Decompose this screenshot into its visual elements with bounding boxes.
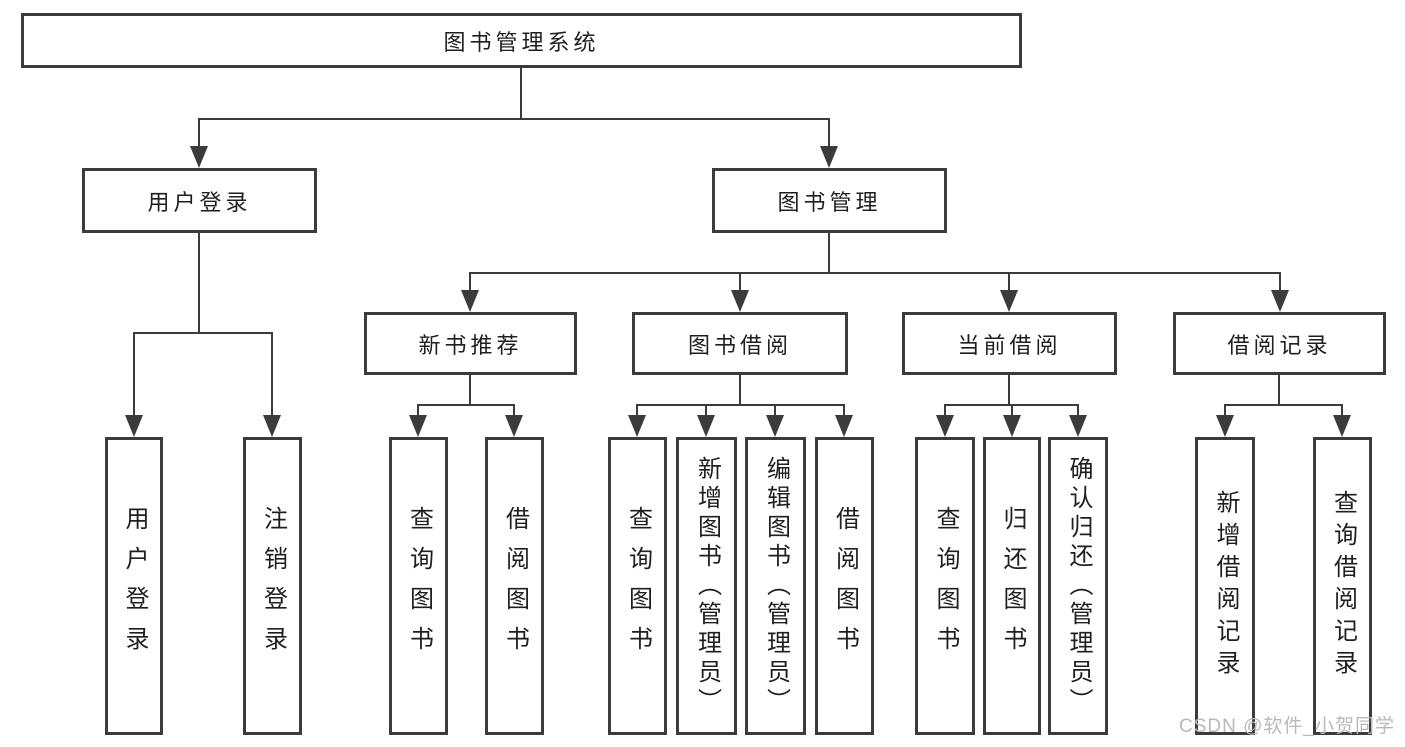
leaf-query-books-2: 查询图书 [608,437,667,735]
connector-login-horizontal [133,332,273,334]
leaf-edit-books-admin: 编辑图书（管理员） [745,437,806,735]
leaf-logout: 注销登录 [243,437,302,735]
arrow-down-icon [820,146,838,168]
connector-mgmt-stub-3 [1008,272,1010,292]
connector-login-vertical [198,233,200,334]
connector-records-stub-2 [1341,404,1343,417]
leaf-confirm-return-admin: 确认归还（管理员） [1048,437,1108,735]
connector-borrow-stub-1 [636,404,638,417]
connector-records-vertical [1278,375,1280,406]
connector-borrow-vertical [739,375,741,406]
arrow-down-icon [628,415,646,437]
node-book-borrow: 图书借阅 [632,312,848,375]
connector-records-horizontal [1224,404,1343,406]
connector-newbook-horizontal [417,404,515,406]
arrow-down-icon [731,290,749,312]
csdn-watermark: CSDN @软件_小贺同学 [1179,716,1395,737]
connector-newbook-stub-2 [513,404,515,417]
node-user-login: 用户登录 [82,168,317,233]
leaf-borrow-books-1: 借阅图书 [485,437,544,735]
node-book-management: 图书管理 [712,168,947,233]
arrow-down-icon [125,415,143,437]
leaf-borrow-books-2: 借阅图书 [815,437,874,735]
arrow-down-icon [835,415,853,437]
arrow-down-icon [1271,290,1289,312]
connector-borrow-horizontal [636,404,845,406]
connector-records-stub-1 [1224,404,1226,417]
arrow-down-icon [190,146,208,168]
connector-root-right-stub [828,118,830,148]
arrow-down-icon [1216,415,1234,437]
connector-mgmt-stub-2 [739,272,741,292]
leaf-query-books-1: 查询图书 [389,437,448,735]
connector-newbook-vertical [469,375,471,406]
leaf-return-books: 归还图书 [983,437,1041,735]
arrow-down-icon [1000,290,1018,312]
arrow-down-icon [263,415,281,437]
leaf-add-borrow-record: 新增借阅记录 [1195,437,1255,735]
connector-root-vertical [520,68,522,119]
arrow-down-icon [505,415,523,437]
connector-current-stub-3 [1077,404,1079,417]
connector-mgmt-vertical [828,233,830,274]
arrow-down-icon [461,290,479,312]
connector-login-stub-1 [133,332,135,417]
connector-borrow-stub-2 [705,404,707,417]
connector-current-stub-2 [1011,404,1013,417]
connector-mgmt-horizontal [469,272,1281,274]
arrow-down-icon [1069,415,1087,437]
connector-mgmt-stub-4 [1279,272,1281,292]
leaf-query-borrow-record: 查询借阅记录 [1313,437,1372,735]
leaf-query-books-3: 查询图书 [915,437,975,735]
connector-borrow-stub-4 [843,404,845,417]
arrow-down-icon [1003,415,1021,437]
node-current-borrow: 当前借阅 [902,312,1117,375]
arrow-down-icon [936,415,954,437]
arrow-down-icon [766,415,784,437]
arrow-down-icon [697,415,715,437]
node-new-book-recommend: 新书推荐 [364,312,577,375]
leaf-user-login: 用户登录 [105,437,163,735]
connector-borrow-stub-3 [774,404,776,417]
connector-current-vertical [1008,375,1010,406]
leaf-add-books-admin: 新增图书（管理员） [676,437,737,735]
connector-newbook-stub-1 [417,404,419,417]
arrow-down-icon [1333,415,1351,437]
connector-root-horizontal [198,118,830,120]
arrow-down-icon [409,415,427,437]
node-root: 图书管理系统 [21,13,1022,68]
connector-mgmt-stub-1 [469,272,471,292]
connector-root-left-stub [198,118,200,148]
node-borrow-records: 借阅记录 [1173,312,1386,375]
connector-current-stub-1 [944,404,946,417]
connector-login-stub-2 [271,332,273,417]
